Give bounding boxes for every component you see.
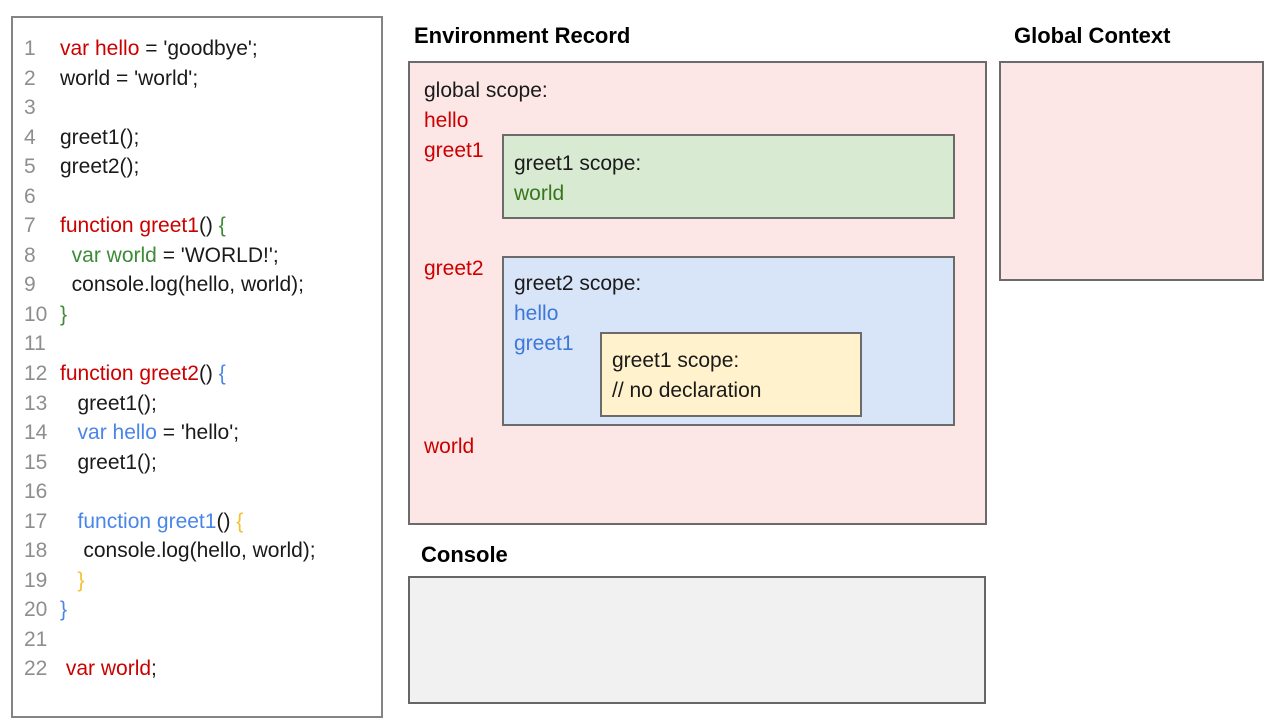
code-line: 18 console.log(hello, world); xyxy=(13,536,381,566)
code-text: greet1(); xyxy=(60,391,157,415)
line-number: 13 xyxy=(24,391,48,415)
code-line: 7 function greet1() { xyxy=(13,211,381,241)
code-text: var hello = 'hello'; xyxy=(77,421,240,445)
code-line: 5 greet2(); xyxy=(13,152,381,182)
line-number: 2 xyxy=(24,66,36,90)
line-number: 9 xyxy=(24,273,36,297)
code-text: function greet1() { xyxy=(77,509,244,533)
greet1-scope-label: greet1 scope: xyxy=(514,152,642,175)
greet2-scope-label: greet2 scope: xyxy=(514,272,642,295)
line-number: 17 xyxy=(24,509,48,533)
code-line: 19 } xyxy=(13,566,381,596)
global-scope-member-greet2: greet2 xyxy=(424,257,484,280)
greet1-scope-member-world: world xyxy=(514,182,565,205)
greet2-scope-member-greet1: greet1 xyxy=(514,332,574,355)
line-number: 1 xyxy=(24,37,36,60)
code-text: function greet2() { xyxy=(60,362,226,386)
code-line: 2 world = 'world'; xyxy=(13,64,381,94)
inner-greet1-scope-comment: // no declaration xyxy=(612,379,762,402)
code-line: 14 var hello = 'hello'; xyxy=(13,418,381,448)
code-line: 10} xyxy=(13,300,381,330)
line-number: 12 xyxy=(24,362,48,386)
code-text: world = 'world'; xyxy=(60,66,199,90)
code-line: 22 var world; xyxy=(13,654,381,684)
greet2-scope-box: greet2 scope: hello greet1 greet1 scope:… xyxy=(502,256,955,426)
line-number: 4 xyxy=(24,125,36,149)
code-line: 12 function greet2() { xyxy=(13,359,381,389)
line-number: 16 xyxy=(24,480,48,504)
code-line: 15 greet1(); xyxy=(13,448,381,478)
code-line: 1 var hello = 'goodbye'; xyxy=(13,34,381,64)
line-number: 22 xyxy=(24,657,48,681)
line-number: 21 xyxy=(24,627,48,651)
console-box xyxy=(408,576,986,704)
inner-greet1-scope-box: greet1 scope: // no declaration xyxy=(600,332,862,417)
global-scope-box: global scope: hello greet1 greet2 world … xyxy=(408,61,987,525)
global-scope-member-greet1: greet1 xyxy=(424,139,484,162)
code-text: var hello = 'goodbye'; xyxy=(60,37,258,60)
code-text: } xyxy=(60,598,68,622)
code-line: 9 console.log(hello, world); xyxy=(13,270,381,300)
code-text: } xyxy=(60,302,68,326)
environment-record-title: Environment Record xyxy=(414,23,631,48)
greet1-scope-box: greet1 scope: world xyxy=(502,134,955,219)
code-line: 20} xyxy=(13,595,381,625)
line-number: 14 xyxy=(24,421,48,445)
line-number: 15 xyxy=(24,450,48,474)
code-line: 6 xyxy=(13,182,381,212)
code-line: 17 function greet1() { xyxy=(13,507,381,537)
global-scope-member-world: world xyxy=(424,435,475,458)
line-number: 11 xyxy=(24,332,46,356)
code-line: 3 xyxy=(13,93,381,123)
code-line: 13 greet1(); xyxy=(13,389,381,419)
code-line: 21 xyxy=(13,625,381,655)
code-line: 11 xyxy=(13,329,381,359)
line-number: 19 xyxy=(24,568,48,592)
code-text: greet1(); xyxy=(60,450,157,474)
line-number: 18 xyxy=(24,539,48,563)
code-text: greet1(); xyxy=(60,125,140,149)
code-text: function greet1() { xyxy=(60,214,226,238)
line-number: 3 xyxy=(24,96,36,120)
code-line: 8 var world = 'WORLD!'; xyxy=(13,241,381,271)
global-scope-label: global scope: xyxy=(424,79,548,102)
line-number: 7 xyxy=(24,214,36,238)
code-panel: 1 var hello = 'goodbye'; 2 world = 'world';… xyxy=(11,16,383,718)
line-number: 5 xyxy=(24,155,36,179)
code-text: } xyxy=(77,568,85,592)
code-lines: 1 var hello = 'goodbye'; 2 world = 'world';… xyxy=(13,34,381,684)
code-line: 4 greet1(); xyxy=(13,123,381,153)
code-text: var world = 'WORLD!'; xyxy=(71,243,279,267)
global-scope-member-hello: hello xyxy=(424,109,469,132)
greet2-scope-member-hello: hello xyxy=(514,302,559,325)
line-number: 20 xyxy=(24,598,48,622)
code-text: var world; xyxy=(65,657,157,681)
inner-greet1-scope-label: greet1 scope: xyxy=(612,349,740,372)
code-text: console.log(hello, world); xyxy=(60,273,304,297)
line-number: 8 xyxy=(24,243,36,267)
global-context-box xyxy=(999,61,1264,281)
line-number: 10 xyxy=(24,302,48,326)
console-title: Console xyxy=(421,542,508,567)
code-line: 16 xyxy=(13,477,381,507)
code-text: greet2(); xyxy=(60,155,140,179)
global-context-title: Global Context xyxy=(1014,23,1171,48)
code-text: console.log(hello, world); xyxy=(60,539,316,563)
line-number: 6 xyxy=(24,184,36,208)
